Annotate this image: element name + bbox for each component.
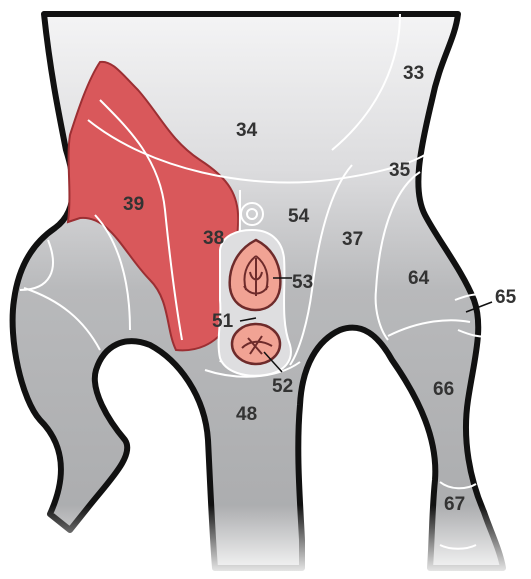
label-54: 54 bbox=[288, 206, 310, 227]
label-33: 33 bbox=[403, 63, 424, 84]
label-37: 37 bbox=[342, 229, 363, 250]
label-64: 64 bbox=[408, 268, 430, 289]
label-38: 38 bbox=[203, 228, 224, 249]
label-34: 34 bbox=[236, 120, 258, 141]
label-52: 52 bbox=[272, 376, 293, 397]
bottom-fade bbox=[0, 505, 531, 579]
genital-organ bbox=[232, 324, 280, 364]
label-66: 66 bbox=[433, 379, 454, 400]
label-51: 51 bbox=[212, 311, 234, 332]
label-39: 39 bbox=[123, 194, 144, 215]
label-67: 67 bbox=[444, 494, 465, 515]
label-48: 48 bbox=[236, 404, 257, 425]
label-35: 35 bbox=[389, 160, 411, 181]
label-65: 65 bbox=[495, 287, 517, 308]
label-53: 53 bbox=[292, 272, 313, 293]
